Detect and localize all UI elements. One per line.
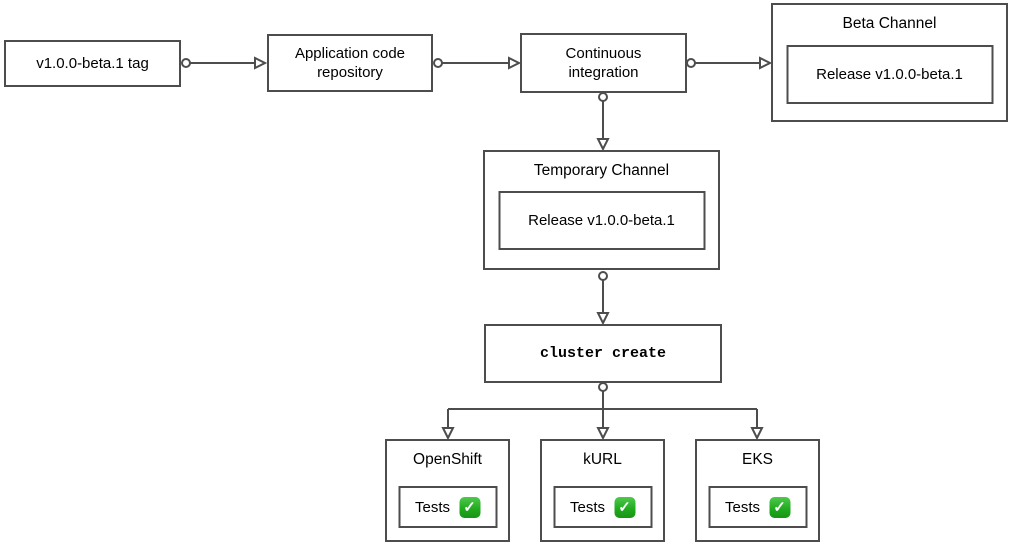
edge-tag-to-repo	[181, 56, 268, 70]
temporary-channel-release-label: Release v1.0.0-beta.1	[528, 212, 675, 229]
openshift-tests-box: Tests ✓	[398, 486, 497, 528]
beta-channel-release-box: Release v1.0.0-beta.1	[786, 45, 993, 104]
check-glyph: ✓	[618, 498, 631, 516]
green-check-icon: ✓	[459, 496, 480, 518]
eks-title: EKS	[741, 451, 773, 468]
temporary-channel-title: Temporary Channel	[533, 162, 670, 179]
node-continuous-integration-label: Continuous integration	[565, 45, 642, 81]
edge-ci-to-temporary-channel	[596, 92, 610, 152]
node-openshift: OpenShift Tests ✓	[385, 439, 510, 542]
beta-channel-title: Beta Channel	[842, 15, 937, 32]
openshift-tests-label: Tests	[414, 498, 450, 516]
node-eks: EKS Tests ✓	[695, 439, 820, 542]
edge-temporary-channel-to-cluster-create	[596, 271, 610, 326]
kurl-tests-label: Tests	[569, 498, 605, 516]
beta-channel-release-label: Release v1.0.0-beta.1	[816, 66, 963, 83]
node-application-code-repository-label: Application code repository	[294, 45, 406, 81]
node-cluster-create: cluster create	[484, 324, 722, 383]
eks-tests-box: Tests ✓	[708, 486, 807, 528]
check-glyph: ✓	[773, 498, 786, 516]
node-beta-channel: Beta Channel Release v1.0.0-beta.1	[771, 3, 1008, 122]
edge-cluster-create-to-test-clusters	[441, 382, 764, 441]
check-glyph: ✓	[463, 498, 476, 516]
kurl-tests-box: Tests ✓	[553, 486, 652, 528]
node-application-code-repository: Application code repository	[267, 34, 433, 92]
node-continuous-integration: Continuous integration	[520, 33, 687, 93]
edge-ci-to-beta-channel	[686, 56, 773, 70]
edge-repo-to-ci	[433, 56, 522, 70]
node-temporary-channel: Temporary Channel Release v1.0.0-beta.1	[483, 150, 720, 270]
openshift-title: OpenShift	[413, 451, 482, 468]
node-version-tag-label: v1.0.0-beta.1 tag	[36, 55, 149, 72]
temporary-channel-release-box: Release v1.0.0-beta.1	[498, 191, 705, 250]
kurl-title: kURL	[583, 451, 622, 468]
eks-tests-label: Tests	[724, 498, 760, 516]
node-version-tag: v1.0.0-beta.1 tag	[4, 40, 181, 87]
node-kurl: kURL Tests ✓	[540, 439, 665, 542]
green-check-icon: ✓	[614, 496, 635, 518]
green-check-icon: ✓	[769, 496, 790, 518]
node-cluster-create-label: cluster create	[539, 345, 667, 362]
